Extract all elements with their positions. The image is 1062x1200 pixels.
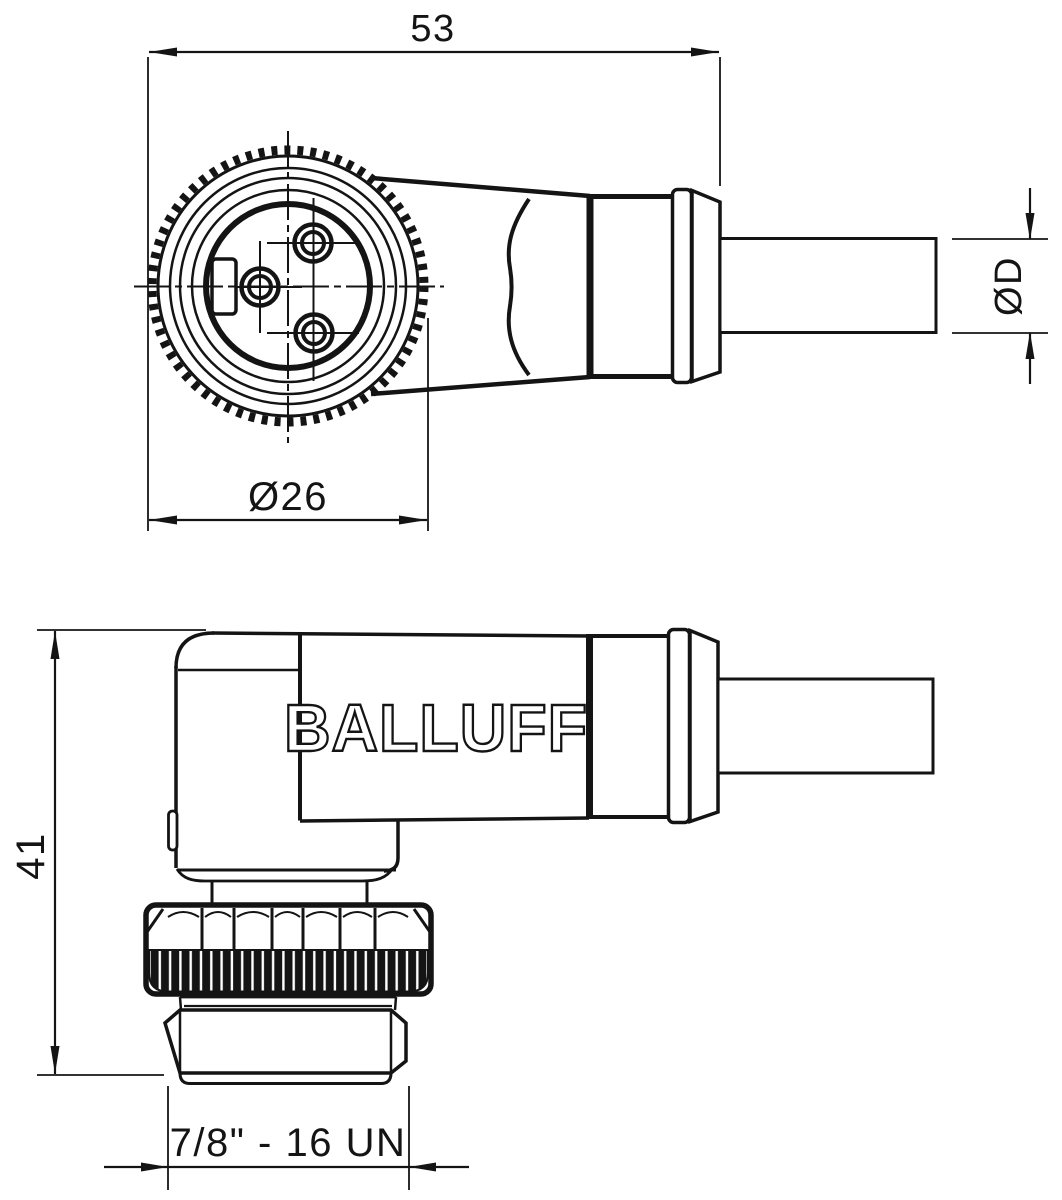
- dimension-nut-diameter: Ø26: [149, 318, 429, 531]
- brand-logo: BALLUFF: [284, 691, 588, 766]
- dim-thread-label: 7/8" - 16 UN: [170, 1121, 407, 1165]
- latch-detail: [167, 809, 179, 852]
- face-view: 53 ØD Ø26: [134, 8, 1048, 531]
- threaded-section: [162, 1008, 408, 1085]
- cable-side: [716, 677, 935, 775]
- dim-53-label: 53: [410, 8, 455, 50]
- dimension-height: 41: [9, 629, 206, 1076]
- knurl-band: [148, 949, 429, 993]
- centerlines: [134, 131, 444, 443]
- dim-cable-diameter-label: ØD: [988, 256, 1030, 316]
- molded-body-side: BALLUFF: [167, 631, 590, 883]
- strain-relief-collar-top: [670, 187, 694, 385]
- cable-top: [718, 237, 938, 334]
- dimension-cable-diameter: ØD: [952, 188, 1048, 384]
- dimension-overall-length: 53: [147, 8, 721, 531]
- strain-relief-cone-top: [690, 187, 722, 384]
- connector-face: [134, 131, 444, 443]
- dim-26-label: Ø26: [248, 475, 328, 519]
- side-view: BALLUFF: [9, 627, 935, 1190]
- strain-relief-collar-side: [666, 627, 692, 825]
- dimension-thread: 7/8" - 16 UN: [104, 1086, 469, 1190]
- dim-41-label: 41: [9, 832, 53, 880]
- molded-body-top: [370, 175, 938, 397]
- strain-relief-cone-side: [688, 627, 720, 824]
- thread-relief: [178, 995, 398, 1011]
- cable-exit-side: [586, 627, 935, 825]
- nut-facets: [167, 908, 409, 950]
- coupling-nut: [143, 902, 434, 997]
